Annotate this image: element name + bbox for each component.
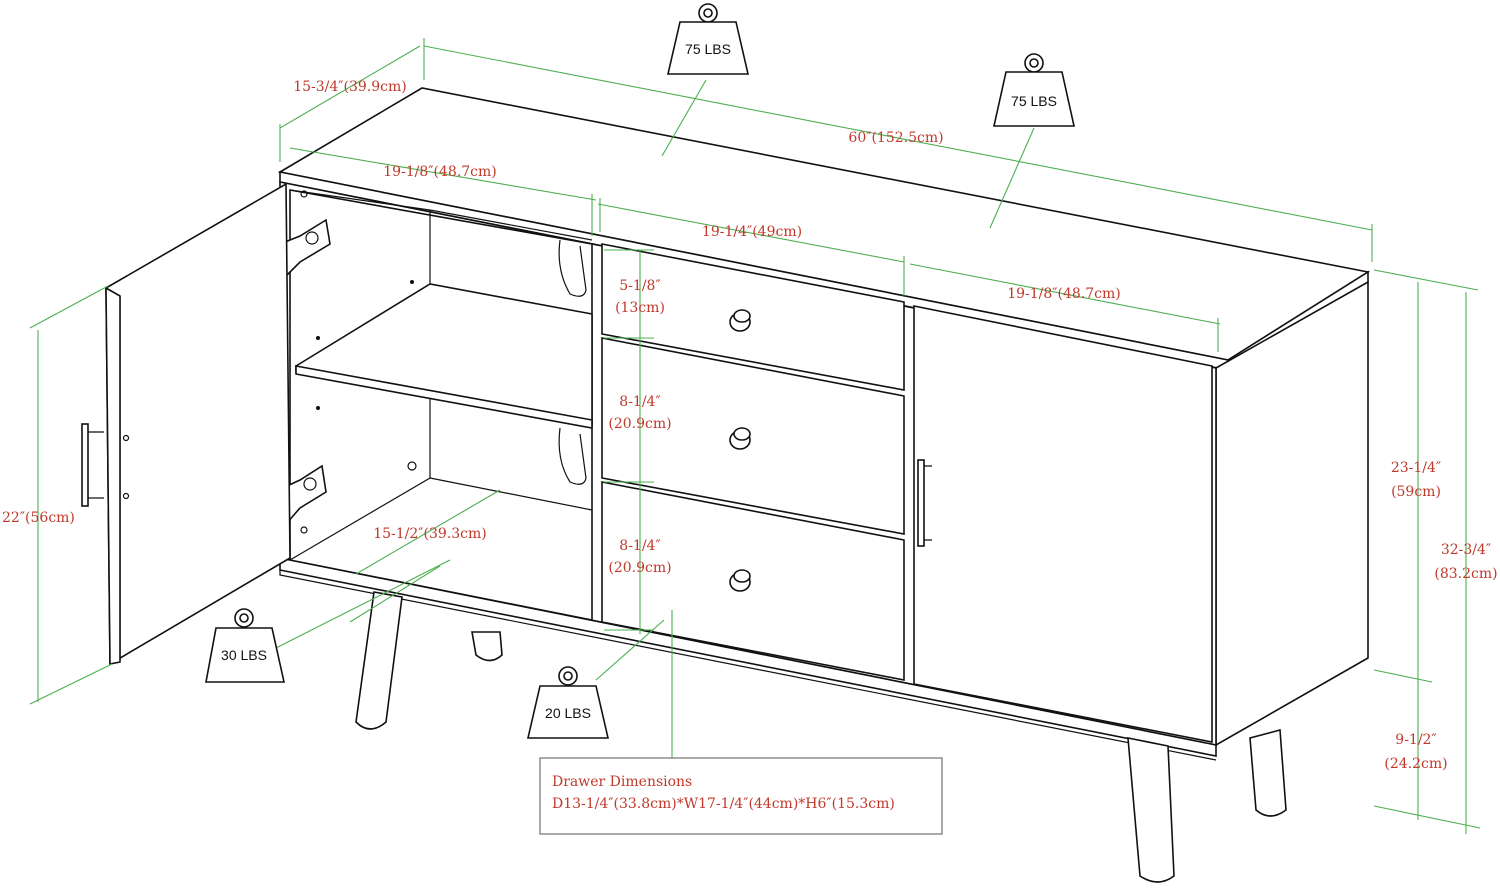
weight-top-right: 75 LBS: [993, 53, 1075, 127]
drawer-top: [601, 243, 905, 391]
left-section-label: 19-1/8″(48.7cm): [383, 164, 497, 180]
depth-label: 15-3/4″(39.9cm): [293, 79, 407, 95]
cabinet-height-cm: (59cm): [1391, 484, 1441, 500]
right-door: [913, 305, 1213, 743]
weight-label: 75 LBS: [685, 41, 731, 57]
sideboard-drawing: [81, 87, 1371, 883]
drawer2-height-label: 8-1/4″: [619, 394, 660, 410]
drawer-dimensions-box: Drawer Dimensions D13-1/4″(33.8cm)*W17-1…: [539, 757, 943, 835]
drawer-box-spec: D13-1/4″(33.8cm)*W17-1/4″(44cm)*H6″(15.3…: [552, 796, 895, 812]
drawer1-height-label: 5-1/8″: [619, 278, 660, 294]
drawer3-height-label: 8-1/4″: [619, 538, 660, 554]
dimension-labels: 15-3/4″(39.9cm) 60″(152.5cm) 19-1/8″(48.…: [2, 79, 1498, 772]
back-leg-left: [471, 631, 503, 662]
weight-label: 30 LBS: [221, 647, 267, 663]
drawer1-cm-label: (13cm): [615, 300, 665, 316]
interior-depth-label: 15-1/2″(39.3cm): [373, 526, 487, 542]
weight-bottom-shelf: 30 LBS: [205, 608, 285, 683]
cabinet-height-label: 23-1/4″: [1391, 460, 1441, 476]
weight-label: 20 LBS: [545, 705, 591, 721]
left-door-open: [105, 182, 291, 666]
drawer-bottom: [601, 481, 905, 681]
front-leg-right: [1127, 737, 1175, 883]
weight-top-left: 75 LBS: [666, 3, 750, 75]
bottom-rail: [279, 557, 1217, 757]
front-leg-left: [355, 591, 403, 730]
left-compartment: [289, 189, 593, 621]
left-door-handle: [81, 423, 104, 507]
back-leg-right: [1249, 728, 1287, 817]
right-section-label: 19-1/8″(48.7cm): [1007, 286, 1121, 302]
drawer-middle: [601, 337, 905, 535]
weight-drawer: 20 LBS: [526, 666, 610, 739]
total-height-label: 32-3/4″: [1441, 542, 1491, 558]
leg-height-cm: (24.2cm): [1384, 756, 1447, 772]
door-height-label: 22″(56cm): [2, 510, 75, 526]
total-height-cm: (83.2cm): [1434, 566, 1497, 582]
leg-height-label: 9-1/2″: [1395, 732, 1436, 748]
dimension-lines: [29, 38, 1481, 834]
middle-section-label: 19-1/4″(49cm): [702, 224, 802, 240]
weight-label: 75 LBS: [1011, 93, 1057, 109]
drawer2-cm-label: (20.9cm): [608, 416, 671, 432]
width-label: 60″(152.5cm): [848, 130, 943, 146]
drawer3-cm-label: (20.9cm): [608, 560, 671, 576]
drawer-box-title: Drawer Dimensions: [552, 774, 692, 790]
